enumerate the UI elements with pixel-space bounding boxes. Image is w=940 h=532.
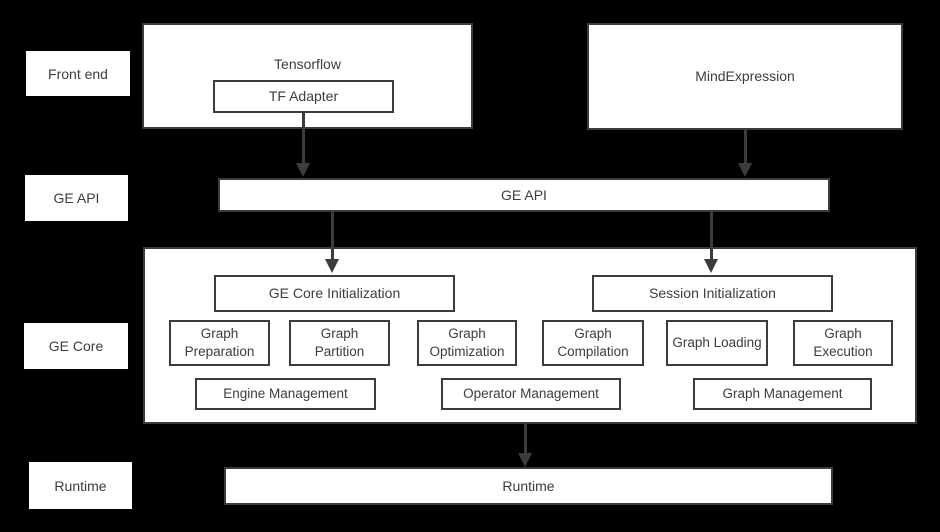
graph-execution-label: Graph Execution xyxy=(813,325,873,359)
arrow-mindexpression-to-ge-api xyxy=(738,130,753,177)
row-label-front-end: Front end xyxy=(26,51,130,96)
engine-management-box: Engine Management xyxy=(195,378,376,410)
session-initialization-box: Session Initialization xyxy=(592,275,833,312)
graph-loading-box: Graph Loading xyxy=(666,320,768,366)
graph-compilation-label: Graph Compilation xyxy=(557,325,629,359)
session-initialization-label: Session Initialization xyxy=(649,285,776,302)
arrow-head-icon xyxy=(704,259,718,273)
graph-management-label: Graph Management xyxy=(722,385,843,401)
arrow-stem xyxy=(302,113,305,164)
graph-preparation-label: Graph Preparation xyxy=(184,325,255,359)
arrow-stem xyxy=(331,212,334,260)
arrow-head-icon xyxy=(325,259,339,273)
runtime-label: Runtime xyxy=(502,477,555,494)
graph-optimization-box: Graph Optimization xyxy=(417,320,517,366)
ge-api-label: GE API xyxy=(501,186,547,203)
arrow-head-icon xyxy=(518,453,532,467)
row-label-ge-core: GE Core xyxy=(24,323,128,369)
arrow-ge-core-to-runtime xyxy=(518,424,533,467)
graph-partition-label: Graph Partition xyxy=(314,325,365,359)
arrow-head-icon xyxy=(296,163,310,177)
tensorflow-box: Tensorflow TF Adapter xyxy=(142,23,473,129)
row-label-ge-api: GE API xyxy=(25,175,128,221)
tf-adapter-label: TF Adapter xyxy=(268,88,339,105)
engine-management-label: Engine Management xyxy=(223,385,348,401)
ge-api-box: GE API xyxy=(218,178,830,212)
tensorflow-label: Tensorflow xyxy=(274,56,341,72)
arrow-head-icon xyxy=(738,163,752,177)
graph-preparation-box: Graph Preparation xyxy=(169,320,270,366)
ge-core-container: GE Core Initialization Session Initializ… xyxy=(143,247,917,424)
operator-management-label: Operator Management xyxy=(463,385,599,401)
graph-optimization-label: Graph Optimization xyxy=(429,325,505,359)
arrow-stem xyxy=(710,212,713,260)
graph-compilation-box: Graph Compilation xyxy=(542,320,644,366)
mindexpression-label: MindExpression xyxy=(695,68,795,85)
runtime-box: Runtime xyxy=(224,467,833,505)
arrow-tf-adapter-to-ge-api xyxy=(296,113,311,177)
arrow-stem xyxy=(524,424,527,454)
graph-execution-box: Graph Execution xyxy=(793,320,893,366)
arrow-ge-api-to-ge-core-initialization xyxy=(325,212,340,273)
graph-loading-label: Graph Loading xyxy=(672,334,762,350)
tf-adapter-box: TF Adapter xyxy=(213,80,394,113)
row-label-runtime: Runtime xyxy=(29,462,132,509)
ge-core-initialization-box: GE Core Initialization xyxy=(214,275,455,312)
graph-partition-box: Graph Partition xyxy=(289,320,390,366)
operator-management-box: Operator Management xyxy=(441,378,621,410)
graph-management-box: Graph Management xyxy=(693,378,872,410)
ge-core-initialization-label: GE Core Initialization xyxy=(268,285,401,302)
arrow-ge-api-to-session-initialization xyxy=(704,212,719,273)
mindexpression-box: MindExpression xyxy=(587,23,903,130)
arrow-stem xyxy=(744,130,747,164)
